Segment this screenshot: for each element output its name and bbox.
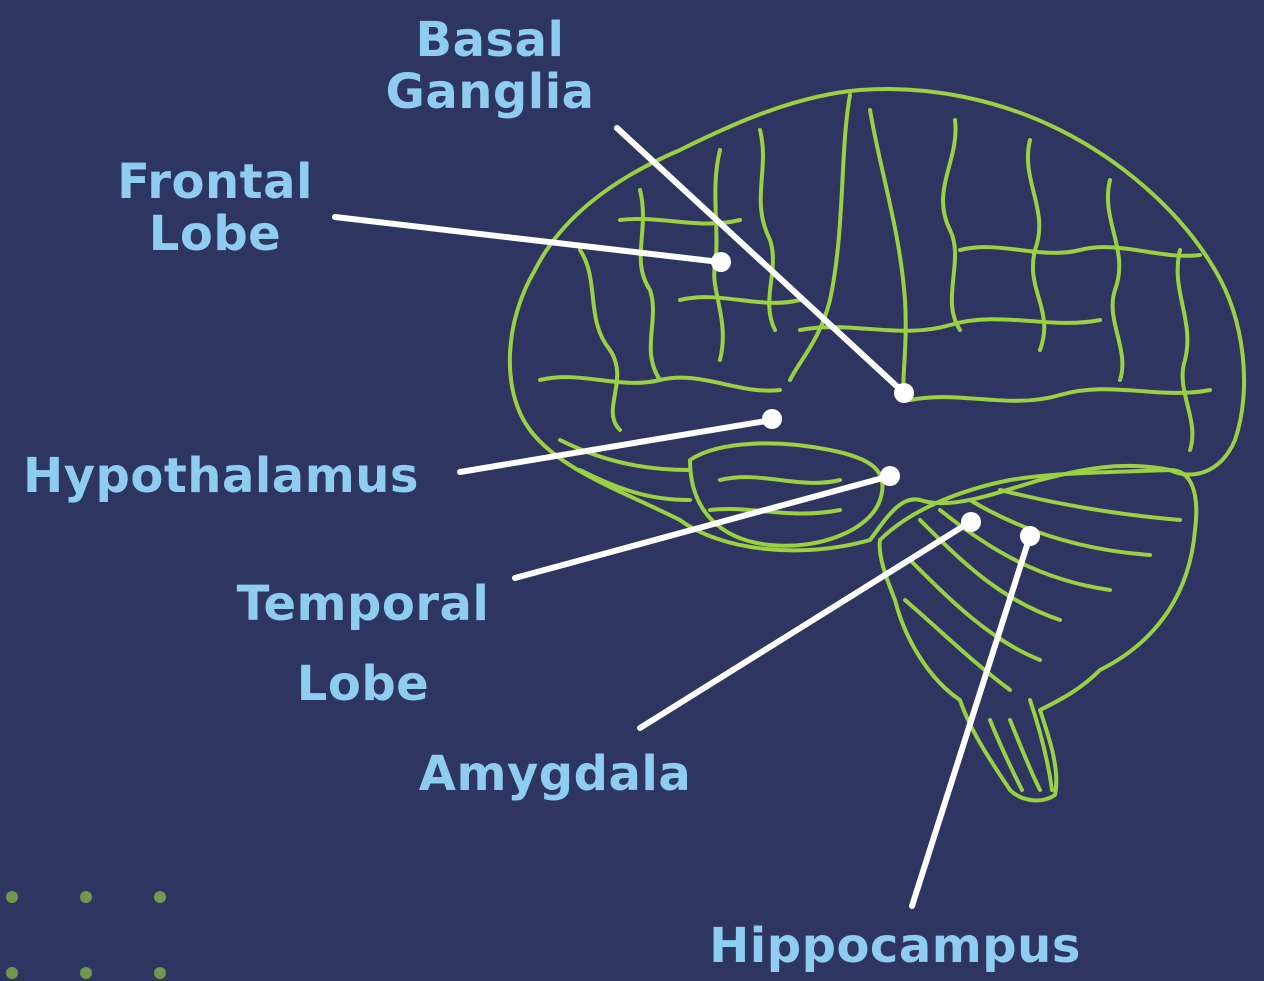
- label-basal-ganglia: Basal Ganglia: [380, 14, 600, 118]
- dot-temporal-lobe: [880, 466, 900, 486]
- leader-basal-ganglia: [617, 128, 903, 392]
- label-temporal-lobe-line1: Temporal: [218, 564, 508, 644]
- label-hypothalamus-line1: Hypothalamus: [6, 450, 436, 502]
- cerebellum: [880, 470, 1197, 800]
- leader-frontal-lobe: [335, 217, 720, 262]
- dot-hippocampus: [1020, 526, 1040, 546]
- decor-dots: [6, 891, 166, 979]
- label-basal-ganglia-line2: Ganglia: [380, 66, 600, 118]
- dot-frontal-lobe: [711, 252, 731, 272]
- label-hypothalamus: Hypothalamus: [6, 450, 436, 502]
- label-frontal-lobe-line1: Frontal: [100, 156, 330, 208]
- label-temporal-lobe-line2: Lobe: [218, 644, 508, 724]
- label-hippocampus: Hippocampus: [690, 920, 1100, 972]
- label-basal-ganglia-line1: Basal: [380, 14, 600, 66]
- label-frontal-lobe-line2: Lobe: [100, 208, 330, 260]
- leader-temporal-lobe: [515, 476, 890, 578]
- dot-amygdala: [961, 512, 981, 532]
- label-hippocampus-line1: Hippocampus: [690, 920, 1100, 972]
- dot-basal-ganglia: [894, 383, 914, 403]
- label-amygdala-line1: Amygdala: [410, 748, 700, 800]
- label-frontal-lobe: Frontal Lobe: [100, 156, 330, 260]
- label-temporal-lobe: Temporal Lobe: [218, 564, 508, 724]
- leader-amygdala: [640, 522, 970, 728]
- label-amygdala: Amygdala: [410, 748, 700, 800]
- dot-hypothalamus: [762, 409, 782, 429]
